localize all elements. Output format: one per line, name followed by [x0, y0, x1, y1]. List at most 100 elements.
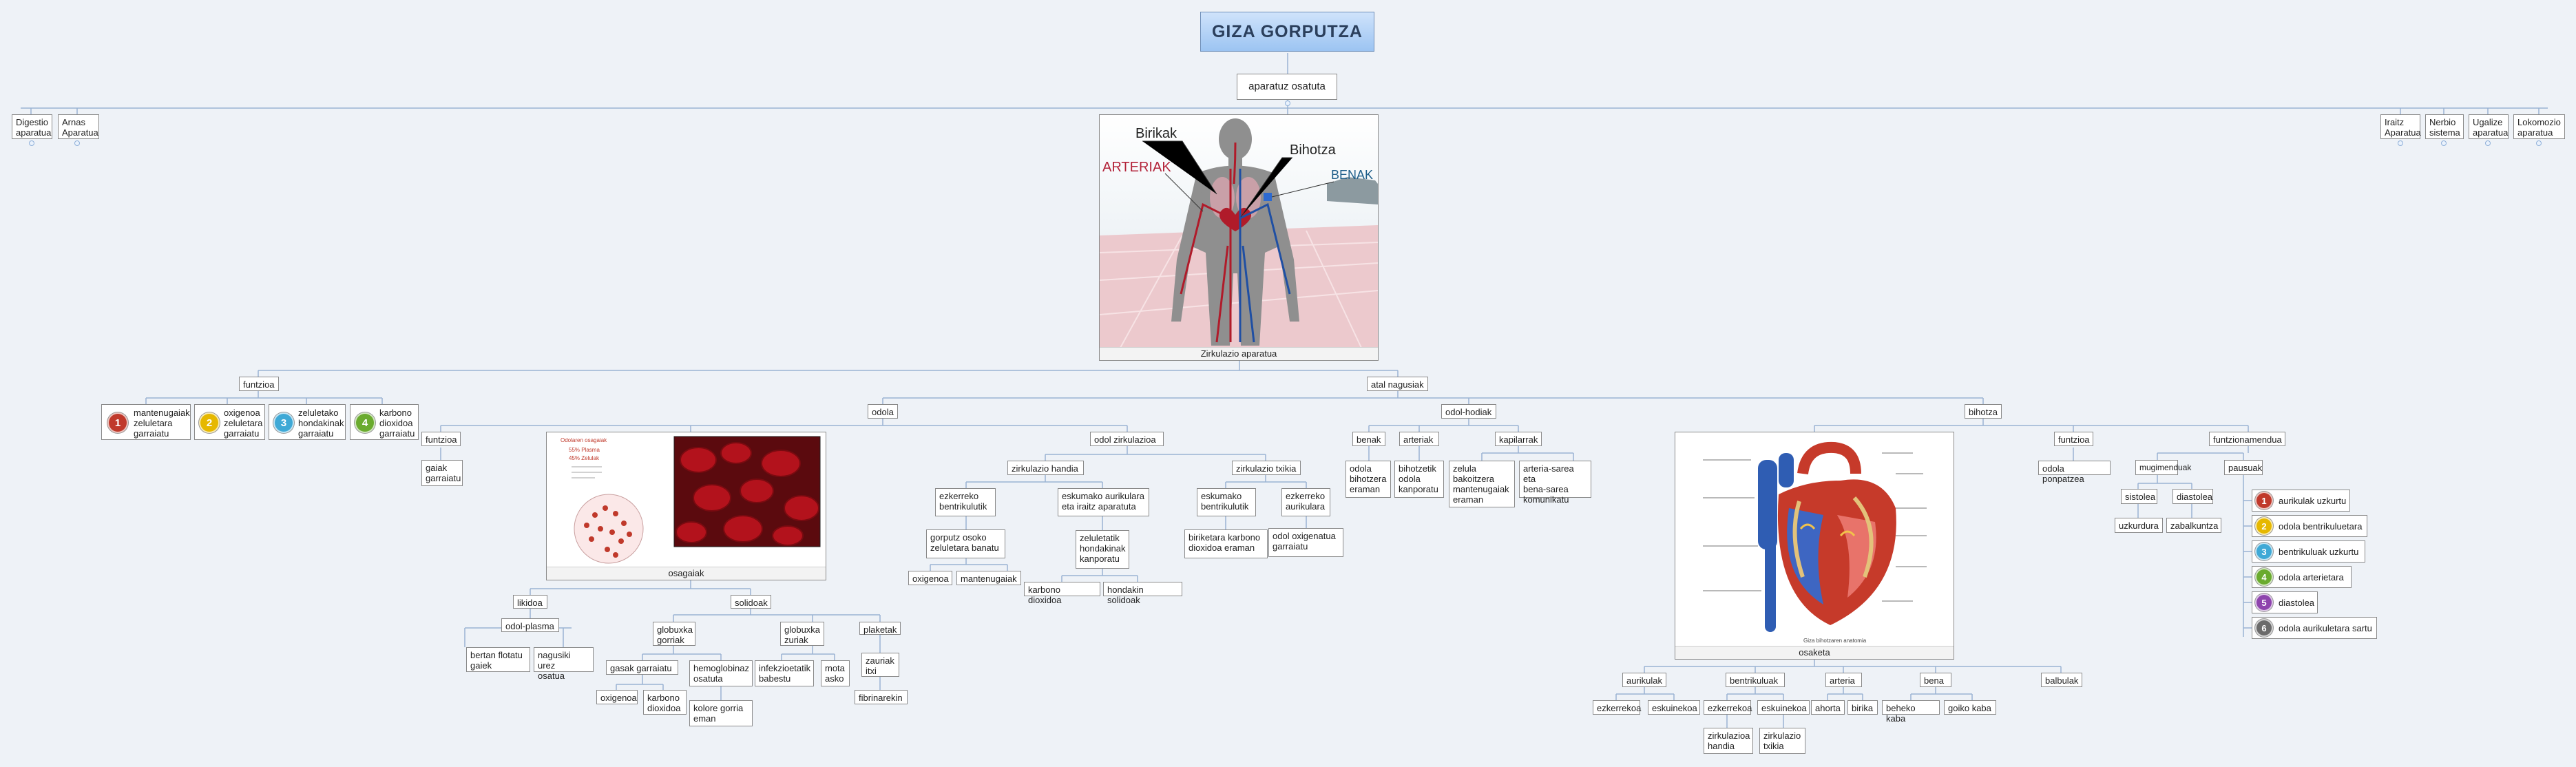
node-zeluletatik-hondakinak[interactable]: zeluletatik hondakinak kanporatu [1076, 530, 1129, 569]
pausua-2[interactable]: 2 odola bentrikuluetara [2252, 515, 2367, 537]
node-karbono-dioxidoa-2[interactable]: karbono dioxidoa [1024, 582, 1100, 605]
node-solidoak[interactable]: solidoak [731, 595, 771, 609]
funtzioa-item-label: zeluletako hondakinak garraiatu [298, 408, 344, 439]
image-text: 55% Plasma [569, 447, 600, 453]
node-gasak-garraiatu[interactable]: gasak garraiatu [606, 660, 678, 675]
node-kapilarrak[interactable]: kapilarrak [1495, 432, 1542, 446]
node-funtzioa[interactable]: funtzioa [239, 377, 279, 391]
node-birika[interactable]: birika [1847, 700, 1878, 715]
node-zirkulazio-txikia[interactable]: zirkulazio txikia [1232, 461, 1301, 475]
node-kolore-gorria[interactable]: kolore gorria eman [689, 700, 753, 726]
node-aurik-ezkerrekoa[interactable]: ezkerrekoa [1593, 700, 1641, 715]
node-bihotza-funtzioa[interactable]: funtzioa [2054, 432, 2093, 446]
expand-icon[interactable] [2536, 140, 2542, 146]
node-diastolea[interactable]: diastolea [2172, 489, 2213, 504]
pausua-4[interactable]: 4 odola arterietara [2252, 566, 2352, 588]
node-ahorta[interactable]: ahorta [1811, 700, 1845, 715]
node-bena[interactable]: bena [1920, 673, 1951, 687]
funtzioa-item-3[interactable]: 3 zeluletako hondakinak garraiatu [269, 404, 346, 440]
node-odol-zirkulazioa[interactable]: odol zirkulazioa [1090, 432, 1164, 446]
node-eskumako-bentrikulutik[interactable]: eskumako bentrikulutik [1197, 488, 1256, 516]
pausua-1[interactable]: 1 aurikulak uzkurtu [2252, 490, 2350, 512]
funtzioa-item-1[interactable]: 1 mantenugaiak zeluletara garraiatu [101, 404, 191, 440]
node-ezkerreko-aurikulara[interactable]: ezkerreko aurikulara [1281, 488, 1330, 516]
node-zirkulazio-txikia-2[interactable]: zirkulazio txikia [1759, 728, 1805, 754]
osaketa-image-node[interactable]: Giza bihotzaren anatomia osaketa [1675, 432, 1954, 660]
node-karbono-dioxidoa[interactable]: karbono dioxidoa [643, 690, 687, 715]
expand-icon[interactable] [2441, 140, 2447, 146]
node-globuxka-gorriak[interactable]: globuxka gorriak [653, 622, 695, 646]
node-mota-asko[interactable]: mota asko [821, 660, 850, 686]
node-arteriak[interactable]: arteriak [1399, 432, 1439, 446]
node-odol-oxigenatua[interactable]: odol oxigenatua garraiatu [1268, 528, 1343, 557]
node-odol-plasma[interactable]: odol-plasma [501, 618, 559, 632]
node-zabalkuntza[interactable]: zabalkuntza [2166, 518, 2221, 533]
node-ezkerreko-bentrikulutik[interactable]: ezkerreko bentrikulutik [935, 488, 996, 516]
node-nagusiki-urez[interactable]: nagusiki urez osatua [534, 647, 594, 681]
node-odol-hodiak[interactable]: odol-hodiak [1441, 404, 1496, 419]
node-zirkulazio-handia[interactable]: zirkulazio handia [1007, 461, 1084, 475]
node-arteria[interactable]: arteria [1825, 673, 1862, 687]
node-funtzionamendua[interactable]: funtzionamendua [2209, 432, 2285, 446]
funtzioa-item-2[interactable]: 2 oxigenoa zeluletara garraiatu [194, 404, 265, 440]
node-plaketak[interactable]: plaketak [859, 622, 901, 635]
node-hemoglobinaz-osatuta[interactable]: hemoglobinaz osatuta [689, 660, 753, 686]
node-globuxka-zuriak[interactable]: globuxka zuriak [780, 622, 824, 646]
expand-icon[interactable] [2485, 140, 2491, 146]
node-bentrikuluak[interactable]: bentrikuluak [1726, 673, 1785, 687]
node-oxigenoa-2[interactable]: oxigenoa [908, 571, 952, 585]
node-goiko-kaba[interactable]: goiko kaba [1944, 700, 1996, 715]
node-biriketara-karbono[interactable]: biriketara karbono dioxidoa eraman [1184, 529, 1268, 558]
node-mantenugaiak[interactable]: mantenugaiak [956, 571, 1021, 585]
node-balbulak[interactable]: balbulak [2041, 673, 2082, 687]
node-fibrinarekin[interactable]: fibrinarekin [855, 690, 908, 704]
node-arteria-sarea[interactable]: arteria-sarea eta bena-sarea komunikatu [1519, 461, 1591, 505]
node-nerbio-sistema[interactable]: Nerbio sistema [2425, 114, 2464, 139]
node-digestio-aparatua[interactable]: Digestio aparatua [12, 114, 52, 139]
root-node[interactable]: aparatuz osatuta [1237, 74, 1337, 100]
node-eskumako-aurikulara[interactable]: eskumako aurikulara eta iraitz aparatuta [1058, 488, 1149, 516]
osagaiak-image-node[interactable]: Odolaren osagaiak 55% Plasma 45% Zelulak… [546, 432, 826, 580]
node-aurik-eskuinekoa[interactable]: eskuinekoa [1648, 700, 1700, 715]
node-atal-nagusiak[interactable]: atal nagusiak [1367, 377, 1428, 391]
node-ugalize-aparatua[interactable]: Ugalize aparatua [2469, 114, 2509, 139]
expand-icon[interactable] [74, 140, 80, 146]
node-zelula-bakoitzera[interactable]: zelula bakoitzera mantenugaiak eraman [1449, 461, 1515, 507]
node-zirkulazioa-handia[interactable]: zirkulazioa handia [1704, 728, 1753, 754]
node-bihotzetik-odola[interactable]: bihotzetik odola kanporatu [1394, 461, 1444, 498]
node-hondakin-solidoak[interactable]: hondakin solidoak [1103, 582, 1182, 605]
node-bertan-flotatu[interactable]: bertan flotatu gaiek [466, 647, 530, 672]
node-odola[interactable]: odola [868, 404, 898, 419]
node-likidoa[interactable]: likidoa [513, 595, 547, 609]
node-odola-funtzioa[interactable]: funtzioa [421, 432, 461, 446]
node-gorputz-osoko[interactable]: gorputz osoko zeluletara banatu [926, 529, 1005, 558]
node-gaiak-garraiatu[interactable]: gaiak garraiatu [421, 460, 463, 486]
node-pausuak[interactable]: pausuak [2224, 460, 2263, 475]
node-uzkurdura[interactable]: uzkurdura [2115, 518, 2163, 533]
node-benak[interactable]: benak [1352, 432, 1385, 446]
arteriak-label: ARTERIAK [1102, 160, 1171, 175]
expand-icon[interactable] [29, 140, 34, 146]
pausua-6[interactable]: 6 odola aurikuletara sartu [2252, 617, 2377, 639]
zirkulazio-aparatua-image-node[interactable]: Birikak Bihotza ARTERIAK BENAK Zirkulazi… [1099, 114, 1379, 361]
expand-icon[interactable] [2398, 140, 2403, 146]
node-aurikulak[interactable]: aurikulak [1622, 673, 1666, 687]
pausua-3[interactable]: 3 bentrikuluak uzkurtu [2252, 540, 2365, 563]
node-bentr-eskuinekoa[interactable]: eskuinekoa [1757, 700, 1810, 715]
node-oxigenoa[interactable]: oxigenoa [596, 690, 638, 704]
pausua-5[interactable]: 5 diastolea [2252, 591, 2318, 613]
node-odola-ponpatzea[interactable]: odola ponpatzea [2038, 461, 2111, 484]
node-arnas-aparatua[interactable]: Arnas Aparatua [58, 114, 99, 139]
node-infekzioetatik-babestu[interactable]: infekzioetatik babestu [755, 660, 814, 686]
node-beheko-kaba[interactable]: beheko kaba [1882, 700, 1940, 724]
funtzioa-item-4[interactable]: 4 karbono dioxidoa garraiatu [350, 404, 419, 440]
node-lokomozio-aparatua[interactable]: Lokomozio aparatua [2513, 114, 2565, 139]
node-sistolea[interactable]: sistolea [2121, 489, 2157, 504]
node-bentr-ezkerrekoa[interactable]: ezkerrekoa [1704, 700, 1752, 715]
node-zauriak-itxi[interactable]: zauriak itxi [861, 653, 899, 677]
node-odola-bihotzera[interactable]: odola bihotzera eraman [1345, 461, 1391, 498]
node-iraitz-aparatua[interactable]: Iraitz Aparatua [2380, 114, 2421, 139]
node-bihotza[interactable]: bihotza [1965, 404, 2002, 419]
node-mugimenduak[interactable]: mugimenduak [2135, 460, 2191, 475]
expand-icon[interactable] [1285, 101, 1290, 106]
